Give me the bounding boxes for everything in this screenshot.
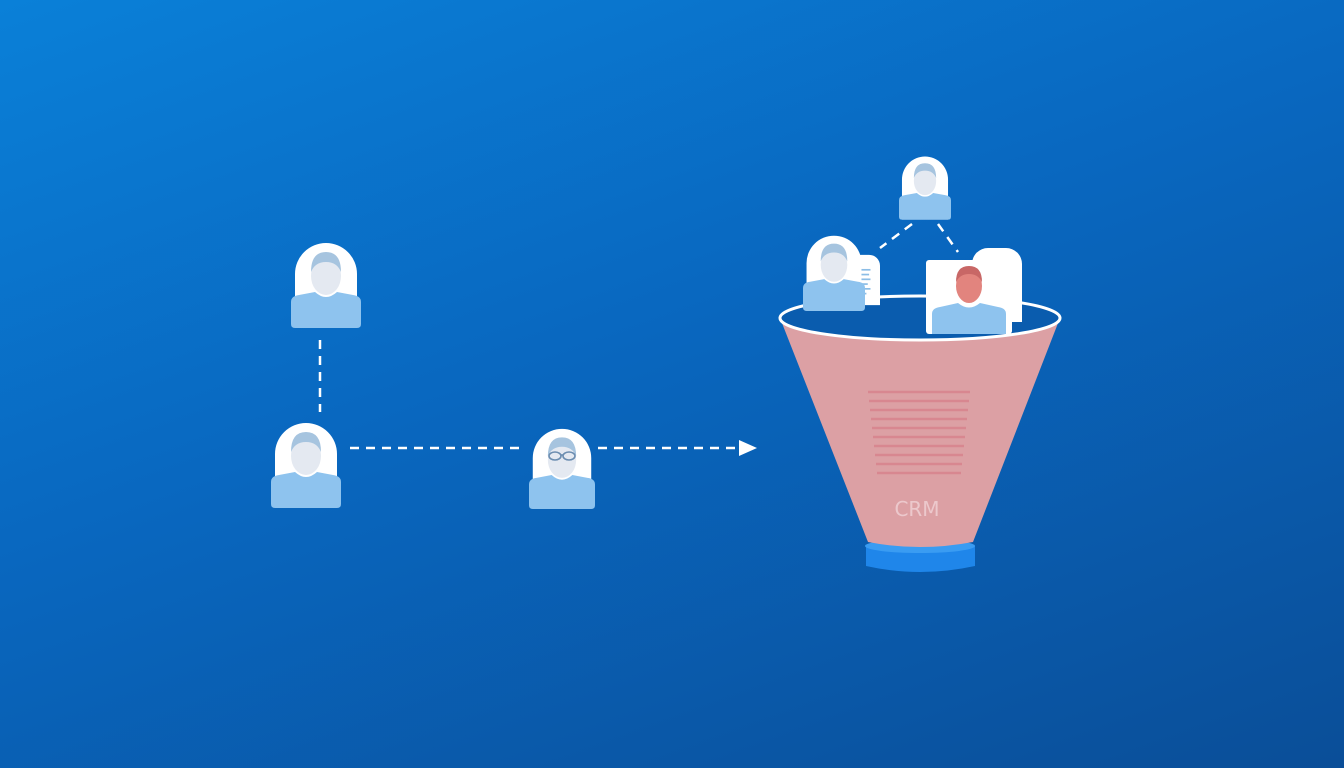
connectors: [318, 223, 960, 450]
contact-card-icon: [926, 248, 1022, 334]
arrow-right-icon: [739, 440, 757, 456]
connector-funnel-right: [936, 223, 960, 253]
person-avatar-icon: [899, 156, 951, 220]
person-avatar-icon: [926, 260, 1012, 334]
person-avatar-icon: [291, 243, 361, 328]
person-with-glasses-icon: [529, 428, 595, 509]
funnel-lines: [868, 390, 970, 475]
crm-funnel: CRM: [778, 294, 1062, 572]
person-avatar-icon: [271, 423, 341, 508]
connector-funnel-left: [879, 223, 913, 249]
funnel-label: CRM: [894, 497, 939, 521]
funnel-base: [866, 546, 975, 572]
contact-card-icon: [803, 235, 880, 311]
funnel-body: [780, 318, 1060, 547]
